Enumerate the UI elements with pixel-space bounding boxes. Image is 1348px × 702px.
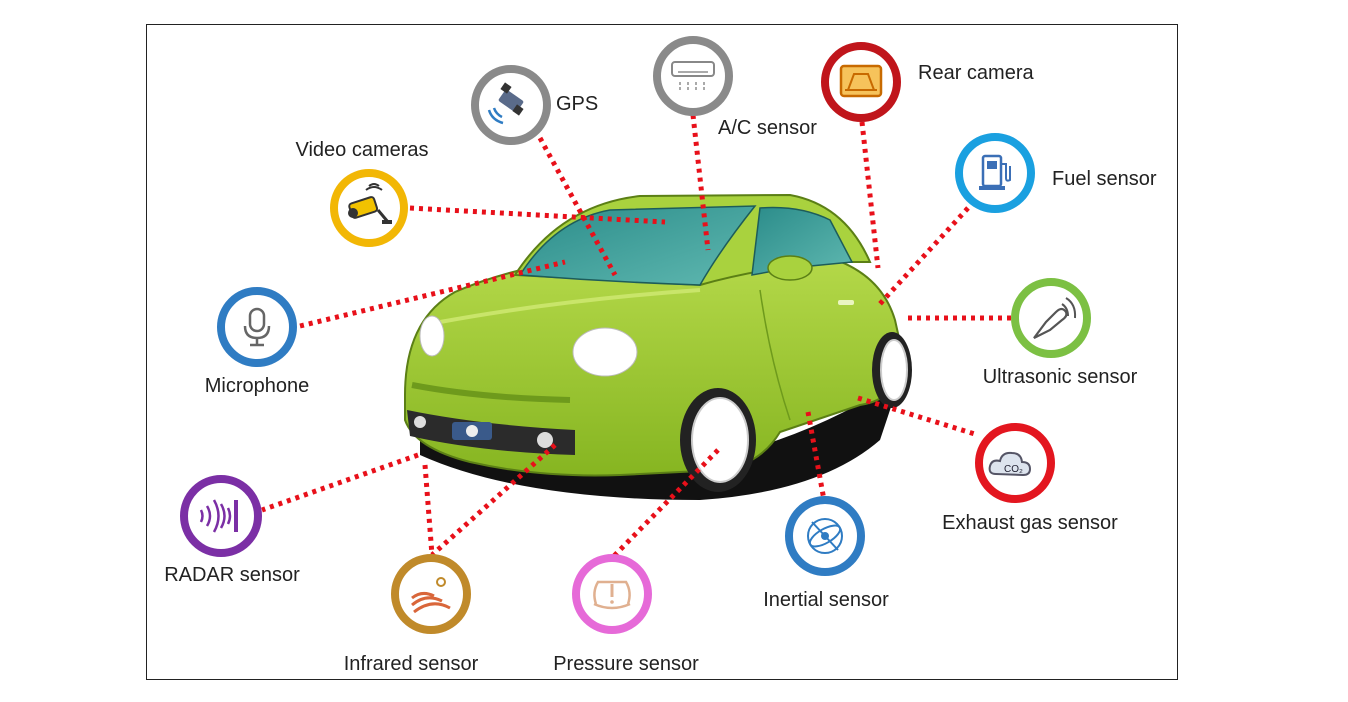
label-exhaust: Exhaust gas sensor bbox=[942, 512, 1118, 534]
radar-waves-icon bbox=[199, 499, 238, 533]
ultrasonic-probe-icon bbox=[1033, 297, 1077, 339]
car-mirror bbox=[767, 255, 813, 281]
infrared-waves-icon bbox=[411, 577, 451, 614]
gyroscope-icon bbox=[807, 518, 843, 554]
co2-cloud-icon: CO₂ bbox=[988, 451, 1032, 477]
label-ultra: Ultrasonic sensor bbox=[983, 366, 1138, 388]
link-infrared-2 bbox=[430, 443, 557, 557]
svg-text:CO₂: CO₂ bbox=[1004, 464, 1023, 475]
rear-camera-icon bbox=[839, 64, 883, 98]
label-fuel: Fuel sensor bbox=[1052, 168, 1157, 190]
link-fuel bbox=[876, 206, 970, 308]
link-inertial bbox=[805, 411, 827, 501]
label-inertial: Inertial sensor bbox=[763, 589, 889, 611]
sensor-radar: RADAR sensor bbox=[164, 475, 300, 586]
label-pressure: Pressure sensor bbox=[553, 653, 699, 675]
label-ac: A/C sensor bbox=[718, 117, 817, 139]
sensor-rear: Rear camera bbox=[821, 42, 1034, 122]
link-mic bbox=[299, 259, 566, 329]
link-rear bbox=[859, 121, 881, 269]
link-video bbox=[409, 205, 666, 225]
link-pressure bbox=[610, 448, 720, 560]
car-windshield bbox=[518, 205, 757, 286]
car-headlight-right bbox=[572, 327, 638, 377]
car-front-wheel bbox=[680, 388, 756, 492]
sensor-exhaust: CO₂ Exhaust gas sensor bbox=[942, 423, 1118, 534]
security-camera-icon bbox=[348, 183, 392, 224]
car-illustration bbox=[404, 193, 912, 500]
sensor-video: Video cameras bbox=[295, 139, 429, 247]
link-radar bbox=[261, 452, 419, 513]
label-rear: Rear camera bbox=[918, 62, 1034, 84]
sensor-inertial: Inertial sensor bbox=[763, 496, 889, 611]
label-infrared: Infrared sensor bbox=[344, 653, 479, 675]
sensor-fuel: Fuel sensor bbox=[955, 133, 1157, 213]
tire-pressure-icon bbox=[593, 580, 631, 610]
link-exhaust bbox=[857, 395, 979, 438]
sensor-links bbox=[261, 114, 1012, 560]
satellite-icon bbox=[487, 82, 524, 125]
sensor-infrared: Infrared sensor bbox=[344, 554, 479, 675]
sensor-ultra: Ultrasonic sensor bbox=[983, 278, 1138, 388]
label-video: Video cameras bbox=[295, 139, 428, 161]
sensor-pressure: Pressure sensor bbox=[553, 554, 699, 675]
label-radar: RADAR sensor bbox=[164, 564, 300, 586]
sensor-mic: Microphone bbox=[205, 287, 310, 397]
air-conditioner-icon bbox=[671, 61, 715, 92]
fuel-pump-icon bbox=[979, 154, 1011, 190]
sensor-gps: GPS bbox=[471, 65, 598, 145]
car-headlight-left bbox=[419, 315, 445, 357]
sensor-ac: A/C sensor bbox=[653, 36, 817, 139]
link-infrared bbox=[422, 464, 435, 556]
car-rear-wheel bbox=[872, 332, 912, 408]
label-mic: Microphone bbox=[205, 375, 310, 397]
label-gps: GPS bbox=[556, 93, 598, 115]
microphone-icon bbox=[243, 307, 271, 347]
